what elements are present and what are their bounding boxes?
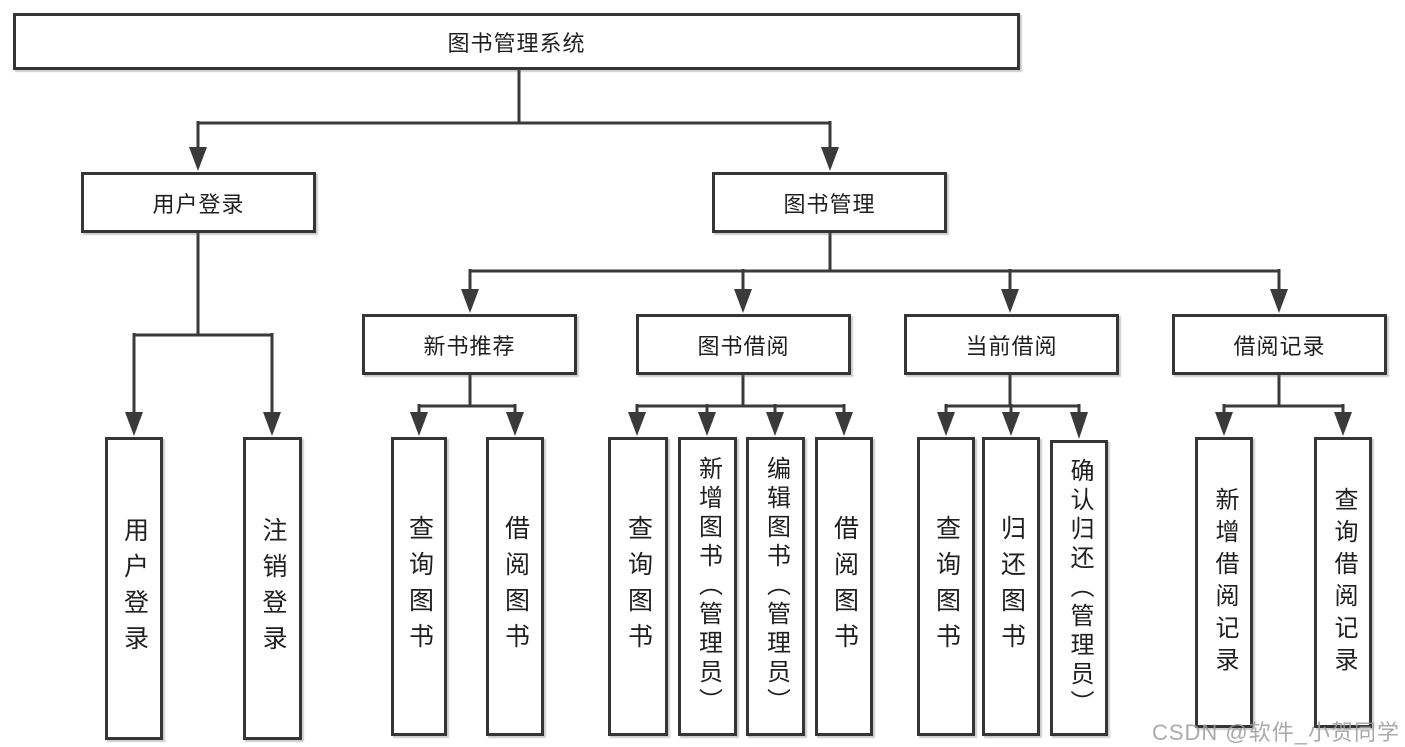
arrow-icon <box>1270 289 1288 313</box>
leaf-add-borrow-record: 新增借阅记录 <box>1195 437 1253 728</box>
arrow-icon <box>506 412 524 436</box>
node-current-borrow: 当前借阅 <box>904 314 1119 375</box>
arrowheads <box>125 147 1352 439</box>
leaf-query-books: 查询图书 <box>391 437 447 736</box>
node-label: 注销登录 <box>259 516 287 661</box>
arrow-icon <box>461 289 479 313</box>
node-label: 新增借阅记录 <box>1211 486 1238 679</box>
arrow-icon <box>125 412 143 436</box>
node-label: 查询图书 <box>932 514 961 659</box>
leaf-return-books: 归还图书 <box>982 437 1040 736</box>
node-label: 图书管理 <box>783 191 876 217</box>
node-user-login: 用户登录 <box>81 172 316 233</box>
node-label: 借阅记录 <box>1233 333 1326 359</box>
node-label: 用户登录 <box>152 191 245 217</box>
node-label: 编辑图书（管理员） <box>762 456 790 717</box>
leaf-user-login: 用户登录 <box>105 437 163 740</box>
node-label: 图书借阅 <box>697 333 790 359</box>
arrow-icon <box>835 412 853 436</box>
arrow-icon <box>1001 289 1019 313</box>
node-label: 确认归还（管理员） <box>1066 457 1093 719</box>
leaf-edit-books-admin: 编辑图书（管理员） <box>746 437 805 736</box>
leaf-query-books: 查询图书 <box>608 437 668 736</box>
leaf-logout: 注销登录 <box>243 437 302 740</box>
arrow-icon <box>1070 412 1088 439</box>
leaf-borrow-books: 借阅图书 <box>815 437 873 736</box>
node-book-management: 图书管理 <box>712 172 947 233</box>
node-book-borrow: 图书借阅 <box>636 314 851 375</box>
node-label: 查询图书 <box>624 514 653 659</box>
arrow-icon <box>734 289 752 313</box>
node-label: 归还图书 <box>997 514 1026 659</box>
arrow-icon <box>698 412 716 436</box>
node-borrow-records: 借阅记录 <box>1172 314 1387 375</box>
arrow-icon <box>410 412 428 436</box>
csdn-watermark: CSDN @软件_小贺同学 <box>1151 720 1400 745</box>
leaf-borrow-books: 借阅图书 <box>486 437 544 736</box>
arrow-icon <box>821 147 839 171</box>
leaf-add-books-admin: 新增图书（管理员） <box>678 437 737 736</box>
arrow-icon <box>766 412 784 436</box>
arrow-icon <box>263 412 281 436</box>
node-label: 查询图书 <box>405 514 434 659</box>
node-new-book-recommend: 新书推荐 <box>362 314 577 375</box>
node-label: 用户登录 <box>120 516 149 661</box>
node-label: 图书管理系统 <box>447 30 586 56</box>
node-label: 当前借阅 <box>965 333 1058 359</box>
node-label: 查询借阅记录 <box>1330 486 1357 679</box>
leaf-confirm-return-admin: 确认归还（管理员） <box>1050 440 1108 736</box>
node-label: 新增图书（管理员） <box>694 456 722 717</box>
leaf-query-books: 查询图书 <box>917 437 975 736</box>
node-label: 借阅图书 <box>830 514 859 659</box>
arrow-icon <box>937 412 955 436</box>
arrow-icon <box>1334 412 1352 436</box>
arrow-icon <box>1002 412 1020 436</box>
arrow-icon <box>189 147 207 171</box>
leaf-query-borrow-record: 查询借阅记录 <box>1314 437 1372 728</box>
node-label: 新书推荐 <box>423 333 516 359</box>
arrow-icon <box>628 412 646 436</box>
arrow-icon <box>1215 412 1233 436</box>
node-label: 借阅图书 <box>501 514 530 659</box>
node-library-management-system: 图书管理系统 <box>13 13 1020 70</box>
